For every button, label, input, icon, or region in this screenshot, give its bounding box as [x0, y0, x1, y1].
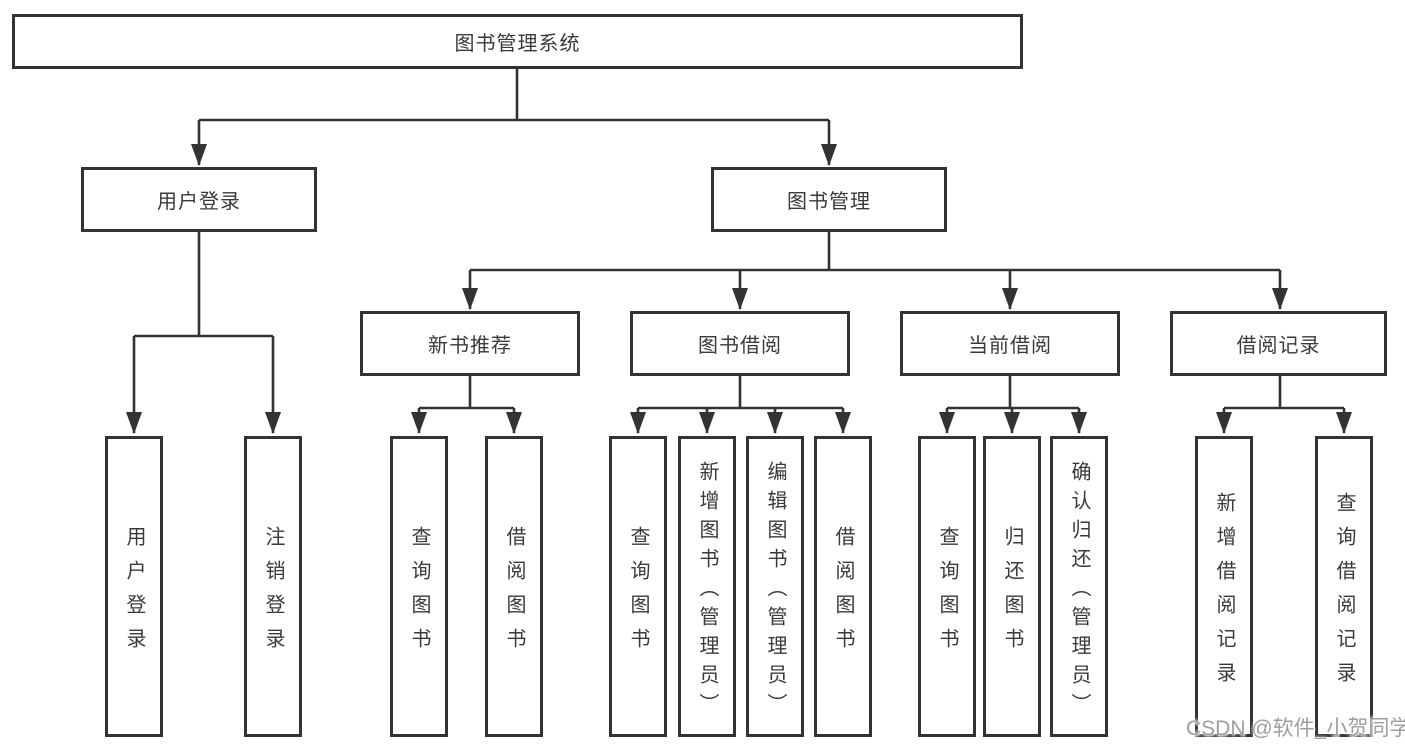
leaf-user-login-label: 用户登录 — [123, 525, 145, 662]
node-borrowing-records-label: 借阅记录 — [1236, 335, 1321, 357]
leaf-query-borrow-record: 查询借阅记录 — [1315, 436, 1373, 737]
leaf-borrow-books-2: 借阅图书 — [814, 436, 872, 737]
leaf-logout-label: 注销登录 — [262, 525, 284, 662]
leaf-confirm-return-admin-label: 确认归还（管理员） — [1068, 460, 1090, 722]
leaf-query-books-3-label: 查询图书 — [936, 525, 958, 662]
node-root-label: 图书管理系统 — [454, 33, 581, 55]
leaf-borrow-books-1: 借阅图书 — [485, 436, 543, 737]
leaf-borrow-books-2-label: 借阅图书 — [832, 525, 854, 662]
node-root: 图书管理系统 — [12, 14, 1023, 69]
leaf-return-books: 归还图书 — [983, 436, 1041, 737]
leaf-query-books-2-label: 查询图书 — [627, 525, 649, 662]
leaf-query-books-1-label: 查询图书 — [408, 525, 430, 662]
leaf-return-books-label: 归还图书 — [1001, 525, 1023, 662]
node-book-management-label: 图书管理 — [787, 191, 871, 213]
node-current-borrowing-label: 当前借阅 — [968, 335, 1052, 357]
leaf-add-borrow-record: 新增借阅记录 — [1195, 436, 1253, 737]
node-user-login: 用户登录 — [81, 167, 317, 232]
leaf-query-books-3: 查询图书 — [918, 436, 976, 737]
leaf-query-borrow-record-label: 查询借阅记录 — [1333, 491, 1355, 696]
watermark: CSDN @软件_小贺同学 — [1186, 717, 1405, 740]
leaf-borrow-books-1-label: 借阅图书 — [503, 525, 525, 662]
leaf-confirm-return-admin: 确认归还（管理员） — [1050, 436, 1108, 737]
leaf-logout: 注销登录 — [244, 436, 302, 737]
node-book-borrowing-label: 图书借阅 — [698, 335, 782, 357]
node-borrowing-records: 借阅记录 — [1170, 311, 1387, 376]
node-new-book-recommendation: 新书推荐 — [360, 311, 580, 376]
leaf-query-books-2: 查询图书 — [609, 436, 667, 737]
node-book-borrowing: 图书借阅 — [630, 311, 850, 376]
leaf-add-borrow-record-label: 新增借阅记录 — [1213, 491, 1235, 696]
leaf-edit-book-admin: 编辑图书（管理员） — [746, 436, 804, 737]
leaf-edit-book-admin-label: 编辑图书（管理员） — [764, 460, 786, 722]
node-current-borrowing: 当前借阅 — [900, 311, 1120, 376]
node-book-management: 图书管理 — [711, 167, 947, 232]
leaf-add-book-admin-label: 新增图书（管理员） — [696, 460, 718, 722]
leaf-query-books-1: 查询图书 — [390, 436, 448, 737]
node-user-login-label: 用户登录 — [157, 191, 241, 213]
leaf-add-book-admin: 新增图书（管理员） — [678, 436, 736, 737]
leaf-user-login: 用户登录 — [105, 436, 163, 737]
node-new-book-recommendation-label: 新书推荐 — [428, 335, 512, 357]
